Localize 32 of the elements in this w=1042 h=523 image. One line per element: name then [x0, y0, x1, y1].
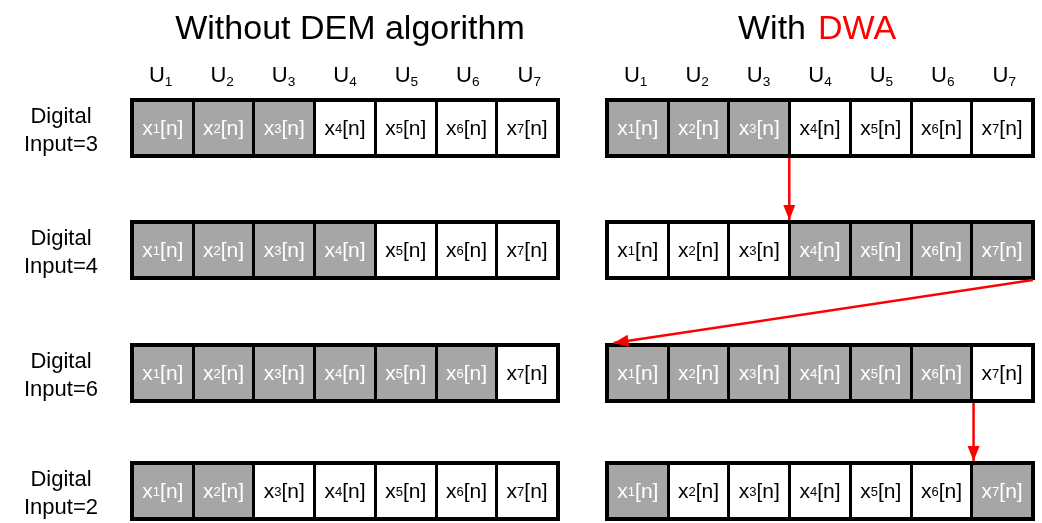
unit-label: U$_{5}$ [868, 62, 895, 90]
arrow [783, 158, 796, 220]
register-bar [130, 343, 560, 403]
input-label: Digital Input=6 [23, 347, 99, 402]
register-bar [605, 220, 1035, 280]
unit-label: U$_{4}$ [807, 62, 833, 90]
register-bar [130, 98, 560, 158]
unit-label: U$_{3}$ [270, 62, 297, 90]
unit-label: U$_{5}$ [393, 62, 420, 90]
unit-label: U$_{7}$ [991, 62, 1017, 90]
panel-title: With [738, 8, 807, 48]
unit-label: U$_{7}$ [516, 62, 542, 90]
register-bar [605, 343, 1035, 403]
register-bar [130, 220, 560, 280]
unit-label: U$_{4}$ [332, 62, 358, 90]
register-bar [605, 98, 1035, 158]
input-label: Digital Input=2 [23, 465, 99, 520]
input-label: Digital Input=3 [23, 102, 99, 157]
register-bar [130, 461, 560, 521]
unit-label: U$_{6}$ [455, 62, 481, 90]
panel-title: Without DEM algorithm [174, 8, 526, 48]
panel-title-highlight: DWA [818, 8, 898, 48]
unit-label: U$_{2}$ [209, 62, 235, 90]
input-label: Digital Input=4 [23, 224, 99, 279]
arrow [967, 403, 980, 461]
unit-label: U$_{2}$ [684, 62, 710, 90]
unit-label: U$_{1}$ [147, 62, 174, 90]
unit-label: U$_{3}$ [745, 62, 772, 90]
unit-label: U$_{6}$ [930, 62, 956, 90]
register-bar [605, 461, 1035, 521]
unit-label: U$_{1}$ [622, 62, 649, 90]
arrow [613, 278, 1034, 347]
